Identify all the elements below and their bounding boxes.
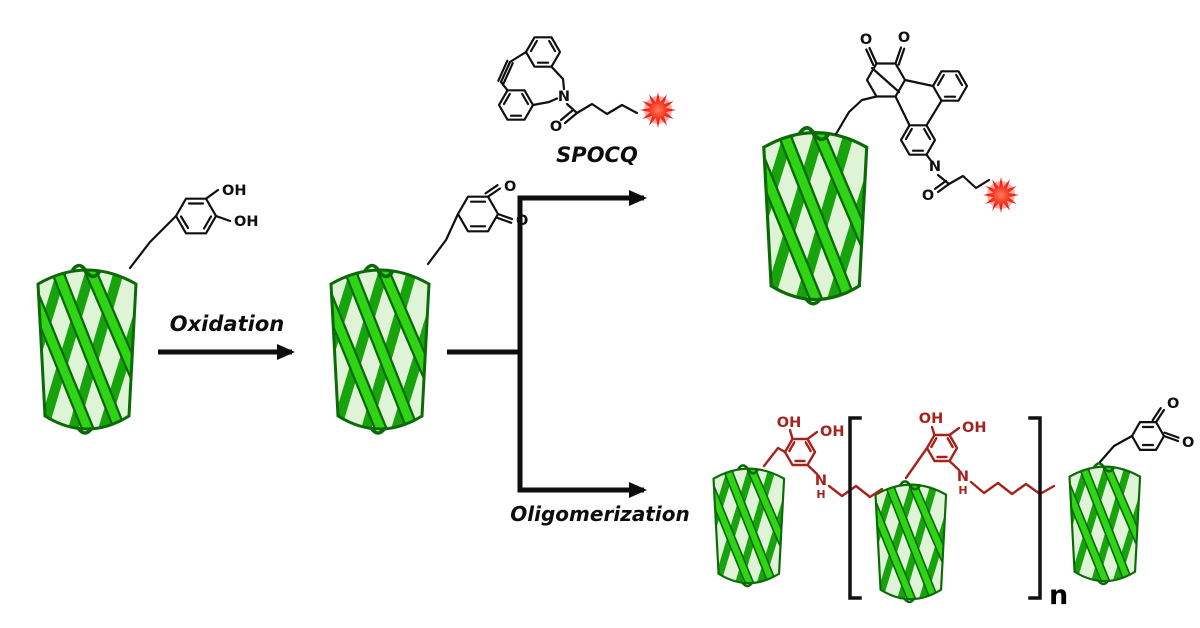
protein-barrel-catechol [22,252,148,446]
oligomer-linker-1: OH OH N H [762,415,884,501]
fluorophore-star-icon [640,92,676,128]
oligomerization-arrow [517,352,647,498]
carbonyl-oxygen-label: O [898,30,910,46]
dbco-fluorophore-reagent: N O [497,36,676,135]
oligomerization-label: Oligomerization [510,502,689,526]
hydroxyl-label: OH [962,420,986,436]
oligomer-linker-2: OH OH N H [904,411,1056,497]
carbonyl-oxygen-label: O [1167,396,1179,412]
quinone-structure: O O [426,179,528,266]
amine-hydrogen-label: H [816,488,825,501]
right-bracket [1028,416,1042,600]
spocq-adduct-structure: O O N O [834,30,1019,213]
protein-barrel-quinone [315,252,441,446]
amine-nitrogen-label: N [957,469,969,485]
hydroxyl-label: OH [222,183,246,199]
terminal-quinone-structure: O O [1098,396,1194,464]
hydroxyl-label: OH [777,415,801,431]
fluorophore-star-icon [983,177,1019,213]
repeat-n-label: n [1049,580,1068,611]
hydroxyl-label: OH [919,411,943,427]
hydroxyl-label: OH [820,424,844,440]
hydroxyl-label: OH [234,214,258,230]
protein-barrel-oligomer-1 [702,456,793,596]
catechol-structure: OH OH [128,183,258,270]
protein-barrel-spocq-product [747,114,879,318]
amide-oxygen-label: O [550,119,562,135]
oxidation-label: Oxidation [170,312,284,336]
amine-hydrogen-label: H [958,484,967,497]
left-bracket [848,416,862,600]
ring-nitrogen-label: N [558,89,570,105]
ring-nitrogen-label: N [929,159,941,175]
amine-nitrogen-label: N [815,473,827,489]
amide-oxygen-label: O [922,188,934,204]
carbonyl-oxygen-label: O [860,32,872,48]
spocq-arrow [447,190,647,355]
protein-barrel-oligomer-3 [1058,454,1149,594]
carbonyl-oxygen-label: O [1182,435,1194,451]
spocq-label: SPOCQ [556,143,638,167]
carbonyl-oxygen-label: O [504,179,516,195]
